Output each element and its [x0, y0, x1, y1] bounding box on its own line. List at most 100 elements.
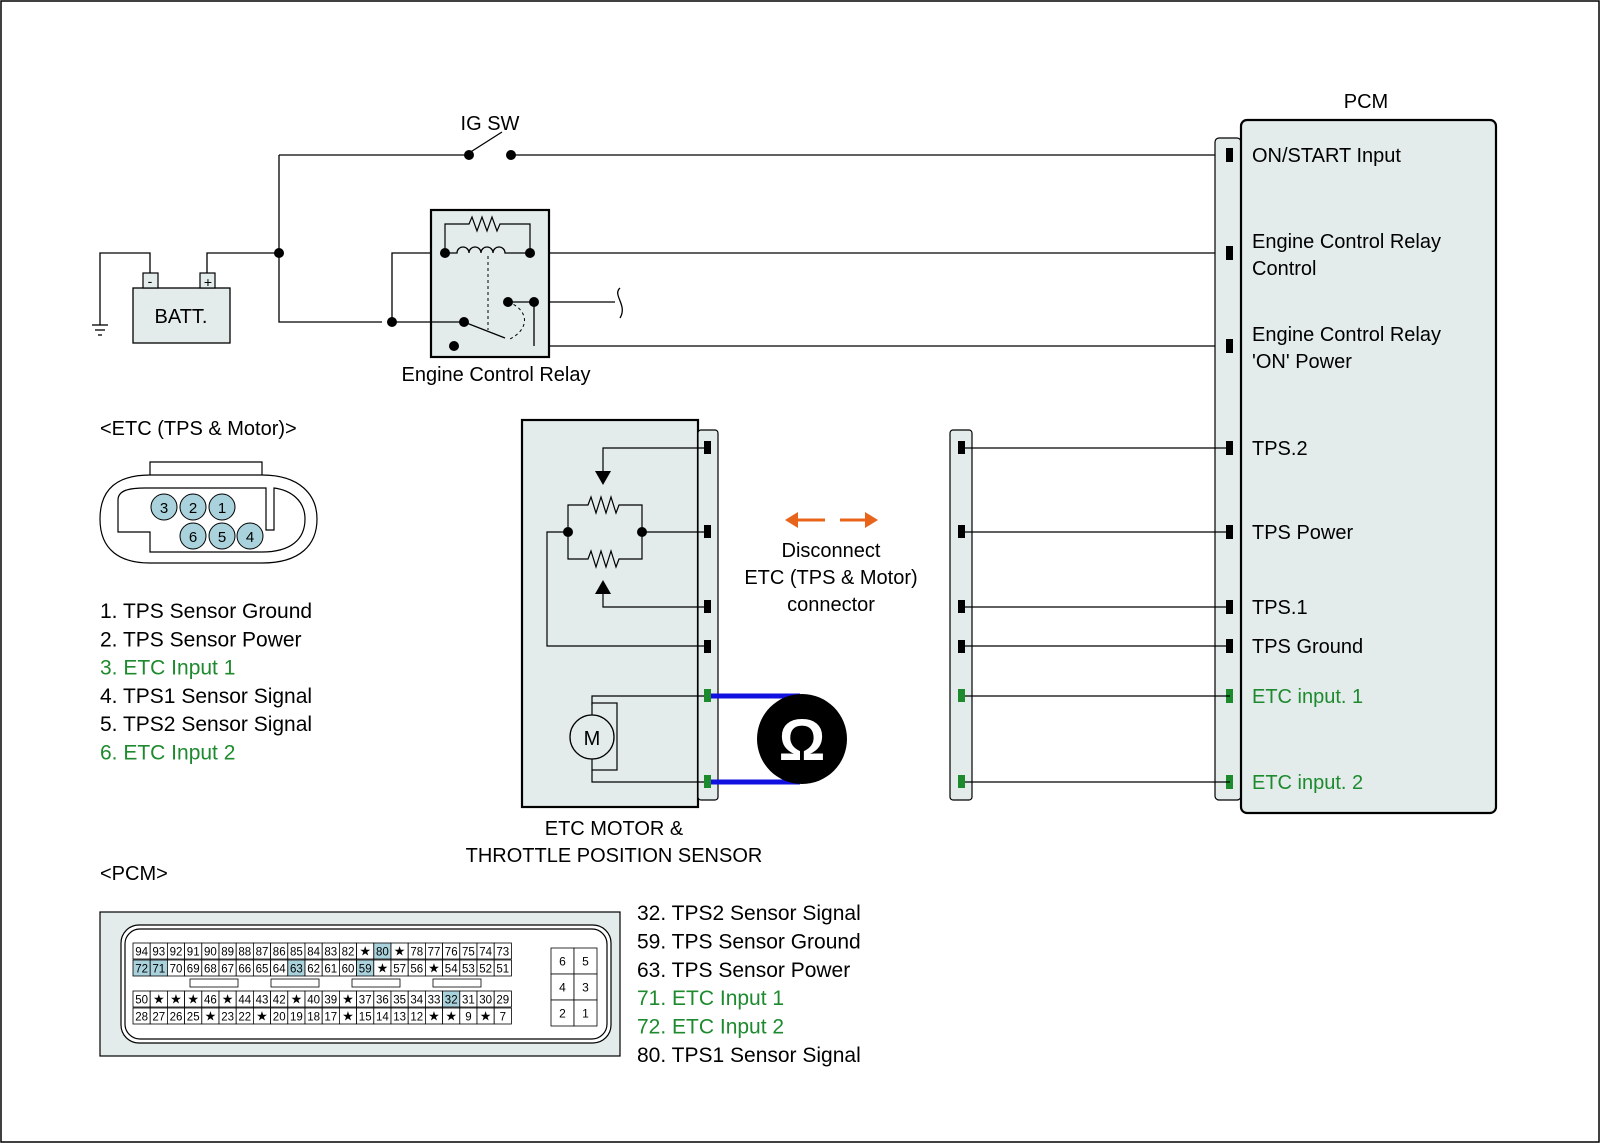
pcm-connector-pin-number: ★ — [187, 992, 199, 1007]
ground-symbol-icon — [92, 324, 108, 336]
pcm-small-block-cell — [573, 999, 598, 1027]
etc-module — [520, 418, 719, 809]
pcm-connector-pin-number: 91 — [187, 947, 200, 959]
main-power-bus — [278, 155, 382, 323]
pcm-connector-pin-number: 28 — [135, 1012, 148, 1024]
pcm-small-block-pin-number: 5 — [582, 955, 589, 969]
pcm-connector-key — [432, 978, 482, 988]
pcm-connector-pin-number: 27 — [152, 1012, 165, 1024]
pcm-connector-pin-number: 51 — [496, 964, 509, 976]
pcm-connector-pin-number: 22 — [238, 1012, 251, 1024]
pcm-connector-pin-number: 35 — [393, 995, 406, 1007]
pcm-connector-pin-number: 30 — [479, 995, 492, 1007]
pcm-connector-pin-number: 92 — [170, 947, 183, 959]
pcm-connector-key — [351, 978, 401, 988]
ohmmeter-symbol: Ω — [779, 708, 826, 773]
pcm-connector-pin-number: 89 — [221, 947, 234, 959]
etc-connector-pin — [208, 522, 236, 550]
pcm-pin-label: TPS Ground — [1252, 636, 1363, 658]
pcm-connector-pin-number: ★ — [153, 992, 165, 1007]
battery-plus-terminal — [199, 272, 216, 289]
etc-connector-title: <ETC (TPS & Motor)> — [100, 418, 297, 440]
pcm-connector-pin-number: 64 — [273, 964, 286, 976]
disconnect-line2: ETC (TPS & Motor) — [744, 567, 917, 589]
etc-module-label-line2: THROTTLE POSITION SENSOR — [466, 845, 763, 867]
relay-label: Engine Control Relay — [402, 364, 591, 386]
pcm-small-block-pin-number: 3 — [582, 981, 589, 995]
pcm-connector-pin-number: 82 — [342, 947, 355, 959]
etc-connector-pin-number: 3 — [160, 500, 168, 517]
etc-legend-item: 3. ETC Input 1 — [100, 657, 235, 680]
pcm-connector-pin-number: 32 — [445, 995, 458, 1007]
etc-internal-dots — [563, 527, 647, 537]
pcm-connector-pin-number: 12 — [410, 1012, 423, 1024]
disconnect-line1: Disconnect — [782, 540, 881, 562]
pcm-connector-pin-number: 88 — [238, 947, 251, 959]
etc-connector-pin — [150, 493, 178, 521]
pcm-connector-pin-number: 90 — [204, 947, 217, 959]
battery-minus-terminal — [142, 272, 159, 289]
pcm-connector-pin-number: ★ — [222, 992, 234, 1007]
harness-wires — [961, 447, 1230, 783]
pcm-connector-pin-number: ★ — [170, 992, 182, 1007]
pcm-connector-pin-number: ★ — [205, 1009, 217, 1024]
pcm-connector-pin-number: 71 — [152, 964, 165, 976]
ohmmeter-icon — [757, 694, 847, 784]
pcm-connector-pin-number: 34 — [410, 995, 423, 1007]
engine-control-relay — [392, 208, 551, 359]
pcm-connector-title: <PCM> — [100, 863, 168, 885]
motor-icon — [569, 702, 618, 771]
pcm-connector-pin-number: ★ — [445, 1009, 457, 1024]
etc-legend-item: 2. TPS Sensor Power — [100, 628, 302, 651]
ig-sw-label: IG SW — [461, 113, 520, 135]
tps-resistor-upper-icon — [567, 494, 643, 532]
etc-legend-item: 1. TPS Sensor Ground — [100, 600, 312, 623]
etc-legend-item: 4. TPS1 Sensor Signal — [100, 685, 312, 708]
pcm-connector-pin-number: 19 — [290, 1012, 303, 1024]
pcm-connector-pin-number: 86 — [273, 947, 286, 959]
etc-connector-pin-number: 6 — [189, 529, 197, 546]
pcm-legend-item: 80. TPS1 Sensor Signal — [637, 1044, 861, 1067]
pcm-pin-label: ETC input. 1 — [1252, 686, 1363, 708]
pcm-connector-pin-number: 46 — [204, 995, 217, 1007]
pcm-connector-pin-number: 87 — [256, 947, 269, 959]
pcm-connector-pin-number: 72 — [135, 964, 148, 976]
etc-connector-pin-number: 5 — [218, 529, 226, 546]
relay-coil-feed-wire — [391, 252, 445, 322]
pcm-connector-pin-number: 14 — [376, 1012, 389, 1024]
harness-terminals — [958, 441, 965, 788]
pcm-connector-pin-number: ★ — [428, 961, 440, 976]
etc-module-label-line1: ETC MOTOR & — [545, 818, 684, 840]
disconnect-line3: connector — [787, 594, 875, 616]
pcm-connector-pin-number: 33 — [428, 995, 441, 1007]
relay-resistor-icon — [444, 215, 531, 253]
pcm-connector-pin-number: 31 — [462, 995, 475, 1007]
pcm-connector-pin-number: 78 — [410, 947, 423, 959]
pcm-small-block-pin-number: 6 — [559, 955, 566, 969]
pcm-connector-pin-number: 25 — [187, 1012, 200, 1024]
ohmmeter — [711, 693, 847, 785]
pcm-connector-pin-number: 61 — [324, 964, 337, 976]
pcm-connector-pin-number: ★ — [342, 992, 354, 1007]
pcm-connector-pin-number: ★ — [342, 1009, 354, 1024]
pcm-connector-cell — [493, 990, 512, 1008]
pcm-connector-pin-number: 67 — [221, 964, 234, 976]
pcm-connector-pin-number: ★ — [394, 944, 406, 959]
pcm-pin-label-line2: 'ON' Power — [1252, 351, 1352, 373]
pcm-connector-pin-number: 65 — [256, 964, 269, 976]
pcm-connector-pin-number: 50 — [135, 995, 148, 1007]
pcm-connector-pin-number: 15 — [359, 1012, 372, 1024]
etc-connector-pin-number: 1 — [218, 500, 226, 517]
pcm-connector-cell — [493, 942, 512, 960]
pcm-connector-pin-number: 70 — [170, 964, 183, 976]
tps2-wiper-arrow-icon — [595, 471, 611, 485]
pcm-pin-terminal — [1226, 246, 1233, 260]
pcm-connector-pin-number: 93 — [152, 947, 165, 959]
junction-dots — [274, 150, 539, 351]
pcm-connector-pin-number: 44 — [238, 995, 251, 1007]
pcm-legend-item: 59. TPS Sensor Ground — [637, 930, 861, 953]
pcm-connector-pin-number: 26 — [170, 1012, 183, 1024]
etc-connector-pin — [179, 522, 207, 550]
